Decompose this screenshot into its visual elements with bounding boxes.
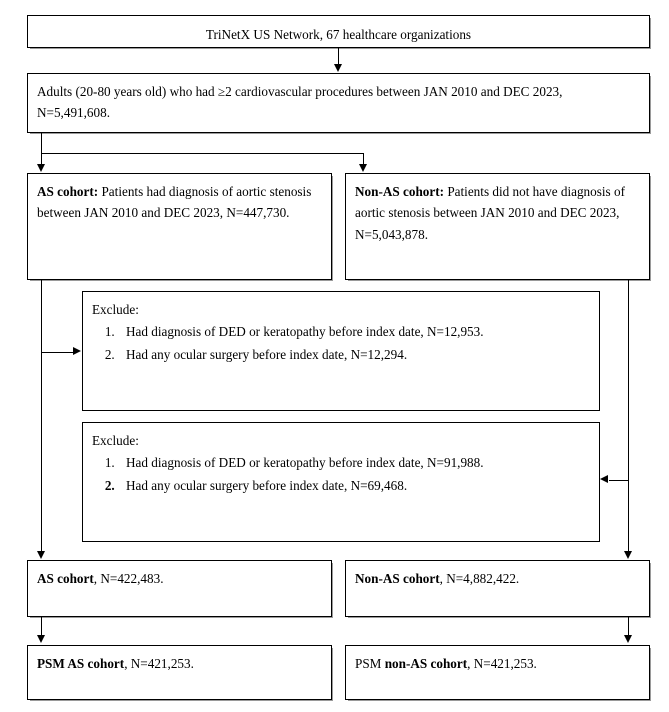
arrow-as-cohort-to-result-icon [37, 551, 45, 559]
connector-non-as-cohort-trunk [628, 280, 629, 554]
connector-source-to-eligible [338, 48, 339, 65]
arrow-non-as-cohort-to-result-icon [624, 551, 632, 559]
node-source-text: TriNetX US Network, 67 healthcare organi… [205, 27, 472, 42]
node-as-cohort-label: AS cohort: [37, 184, 99, 199]
node-eligible-box: Adults (20-80 years old) who had ≥2 card… [27, 73, 651, 134]
node-eligible-line1: Adults (20-80 years old) who had ≥2 card… [37, 84, 563, 99]
node-as-cohort-box: AS cohort: Patients had diagnosis of aor… [27, 173, 333, 281]
node-as-result-text: , N=422,483. [93, 571, 164, 586]
node-non-as-result-label: Non-AS cohort [355, 571, 440, 586]
exclude-as-item-2: Had any ocular surgery before index date… [118, 344, 590, 365]
exclude-as-title: Exclude: [92, 302, 139, 317]
connector-eligible-to-as [41, 153, 42, 166]
connector-as-to-exclude [41, 352, 74, 353]
node-psm-as-box: PSM AS cohort, N=421,253. [27, 645, 333, 701]
node-psm-as-label: PSM AS cohort [37, 656, 125, 671]
node-as-result-label: AS cohort [37, 571, 94, 586]
node-psm-non-as-prefix: PSM [355, 656, 385, 671]
arrow-as-result-to-psm-icon [37, 635, 45, 643]
arrow-non-as-to-exclude-icon [600, 475, 608, 483]
arrow-as-to-exclude-icon [73, 347, 81, 355]
exclude-as-list: Had diagnosis of DED or keratopathy befo… [92, 321, 590, 365]
exclude-as-item-1: Had diagnosis of DED or keratopathy befo… [118, 321, 590, 342]
arrow-eligible-to-as-icon [37, 164, 45, 172]
node-non-as-result-box: Non-AS cohort, N=4,882,422. [345, 560, 651, 618]
connector-eligible-stem [41, 133, 42, 154]
node-non-as-cohort-text: Patients did not have diagnosis of aorti… [355, 184, 625, 242]
node-non-as-result-text: , N=4,882,422. [439, 571, 520, 586]
exclude-non-as-item-2: Had any ocular surgery before index date… [118, 475, 590, 496]
exclude-non-as-title: Exclude: [92, 433, 139, 448]
node-psm-as-text: , N=421,253. [124, 656, 194, 671]
node-exclude-as-box: Exclude: Had diagnosis of DED or keratop… [82, 291, 600, 411]
exclude-non-as-item-1: Had diagnosis of DED or keratopathy befo… [118, 452, 590, 473]
node-as-cohort-text: Patients had diagnosis of aortic stenosi… [37, 184, 312, 221]
connector-non-as-to-exclude [609, 480, 629, 481]
node-psm-non-as-box: PSM non-AS cohort, N=421,253. [345, 645, 651, 701]
arrow-non-as-result-to-psm-icon [624, 635, 632, 643]
node-eligible-line2: N=5,491,608. [37, 105, 111, 121]
exclude-non-as-list: Had diagnosis of DED or keratopathy befo… [92, 452, 590, 496]
node-source-box: TriNetX US Network, 67 healthcare organi… [27, 15, 651, 49]
node-exclude-non-as-box: Exclude: Had diagnosis of DED or keratop… [82, 422, 600, 542]
node-non-as-cohort-label: Non-AS cohort: [355, 184, 445, 199]
connector-as-result-to-psm [41, 617, 42, 636]
connector-as-cohort-trunk [41, 280, 42, 554]
arrow-eligible-to-non-as-icon [359, 164, 367, 172]
connector-eligible-split [41, 153, 364, 154]
node-as-result-box: AS cohort, N=422,483. [27, 560, 333, 618]
connector-eligible-to-non-as [363, 153, 364, 166]
node-psm-non-as-label: non-AS cohort [384, 656, 468, 671]
arrow-source-to-eligible-icon [334, 64, 342, 72]
node-psm-non-as-text: , N=421,253. [467, 656, 537, 671]
node-non-as-cohort-box: Non-AS cohort: Patients did not have dia… [345, 173, 651, 281]
connector-non-as-result-to-psm [628, 617, 629, 636]
